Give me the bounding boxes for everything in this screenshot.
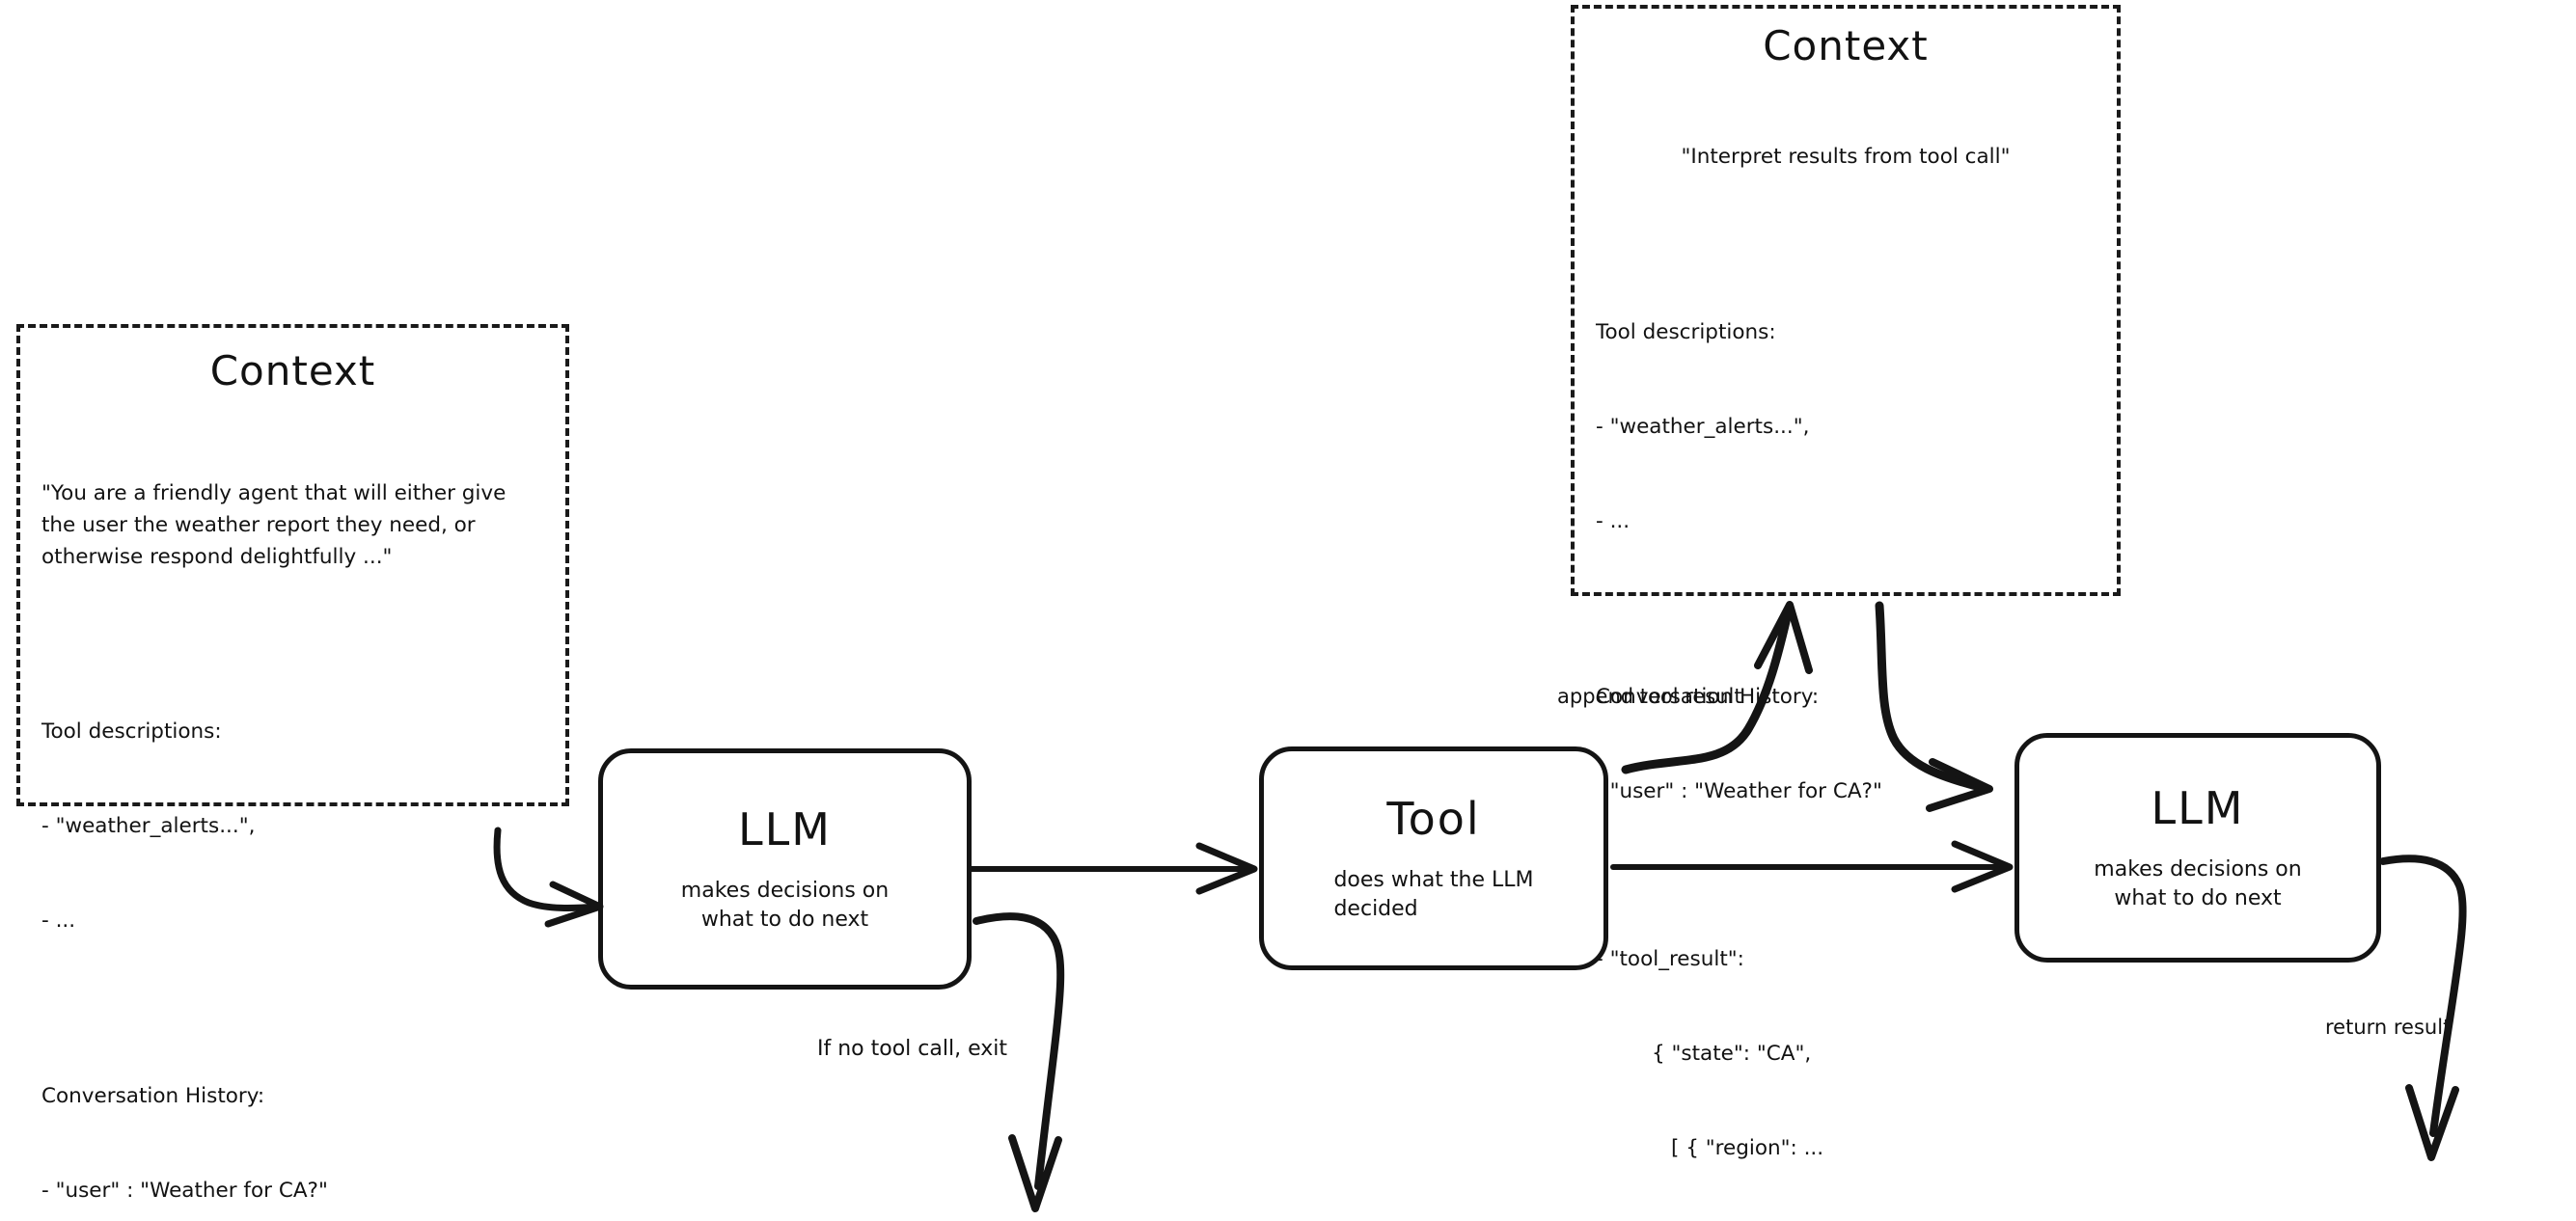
node-llm-first-subtitle: makes decisions on what to do next [680,879,890,932]
context-right-title: Context [1763,22,1929,69]
edge-label-return-result: return result [2325,1016,2452,1039]
context-right-tool-result-line-0: { "state": "CA", [1652,1041,1812,1066]
spacer [1596,601,2096,618]
context-right-system-prompt: "Interpret results from tool call" [1681,145,2011,170]
node-llm-first[interactable]: LLM makes decisions on what to do next [598,748,972,990]
context-left-title: Context [209,347,376,394]
context-left-history-item-0: - "user" : "Weather for CA?" [41,1178,328,1203]
context-right-tool-item-1: - ... [1596,509,1631,533]
node-llm-second-title: LLM [2151,782,2245,835]
node-llm-second-subtitle: makes decisions on what to do next [2094,857,2302,910]
context-right-tool-result-line-1: [ { "region": ... [1671,1135,1824,1160]
node-llm-first-title: LLM [738,803,832,856]
context-left-tool-item-1: - ... [41,909,76,934]
context-left-system-prompt: "You are a friendly agent that will eith… [41,481,513,569]
arrow-if-no-tool-call-exit [973,912,1065,1212]
edge-label-if-no-tool-call-exit: If no tool call, exit [817,1037,1007,1061]
spacer [1596,236,2096,254]
context-left-history-header: Conversation History: [41,1083,265,1108]
node-tool-title: Tool [1386,793,1481,846]
context-left-tool-header: Tool descriptions: [41,719,222,745]
node-tool[interactable]: Tool does what the LLM decided [1259,746,1608,970]
arrow-return-result [2379,855,2467,1161]
context-right-tool-item-0: - "weather_alerts...", [1596,414,1810,439]
arrow-llm-first-to-tool [969,842,1258,895]
spacer [41,1000,538,1018]
node-llm-second[interactable]: LLM makes decisions on what to do next [2014,733,2381,963]
context-box-left: Context "You are a friendly agent that w… [16,324,569,1203]
node-tool-subtitle: does what the LLM decided [1333,868,1534,921]
edge-label-append-tool-result: append tool result [1557,685,1742,708]
context-right-tool-header: Tool descriptions: [1596,319,1776,344]
context-box-right: Context "Interpret results from tool cal… [1571,5,2121,1160]
spacer [41,637,538,654]
context-left-tool-item-0: - "weather_alerts...", [41,814,256,839]
context-right-history-item-0: - "user" : "Weather for CA?" [1596,778,1882,803]
